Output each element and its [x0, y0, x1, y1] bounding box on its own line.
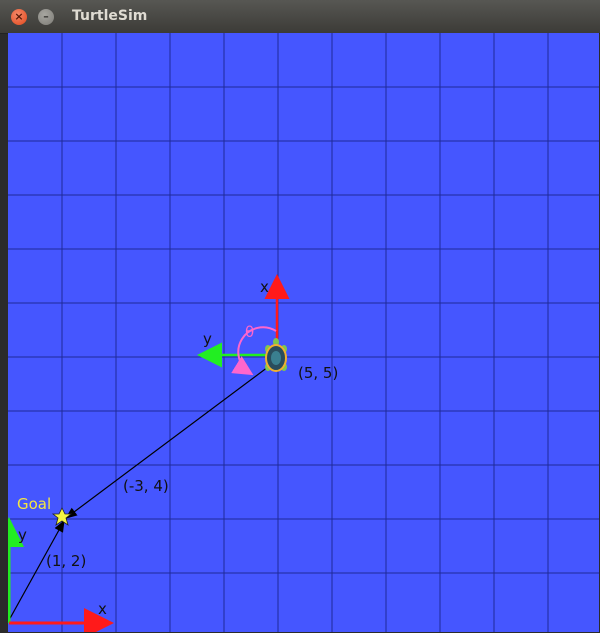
goal-label: Goal	[17, 495, 51, 513]
window-title: TurtleSim	[72, 8, 148, 24]
window-titlebar: × – TurtleSim	[0, 0, 600, 34]
turtlesim-canvas: x y θ (5, 5) (-3, 4) Goal (1, 2) y x	[8, 33, 599, 632]
turtle-icon	[265, 338, 287, 372]
vector-label: (-3, 4)	[123, 477, 169, 495]
star-icon	[51, 507, 73, 526]
close-window-button[interactable]: ×	[11, 9, 27, 25]
goal-coordinate-label: (1, 2)	[46, 552, 86, 570]
turtle-x-axis-label: x	[260, 278, 269, 296]
origin-x-axis-label: x	[98, 600, 107, 618]
theta-arc	[231, 326, 277, 376]
canvas-drawing: x y θ (5, 5) (-3, 4) Goal (1, 2) y x	[8, 33, 599, 632]
turtle-y-axis-label: y	[203, 330, 212, 348]
minimize-window-button[interactable]: –	[38, 9, 54, 25]
grid	[8, 33, 599, 632]
turtle-to-goal-vector	[65, 363, 273, 519]
theta-label: θ	[245, 323, 254, 341]
turtle-coordinate-label: (5, 5)	[298, 364, 338, 382]
origin-to-goal-vector	[8, 519, 65, 623]
origin-y-axis-label: y	[18, 526, 27, 544]
